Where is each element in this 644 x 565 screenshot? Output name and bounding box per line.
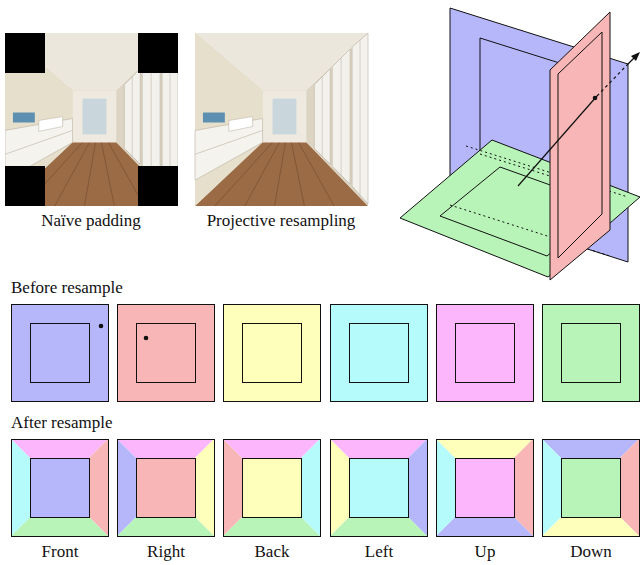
projective-resampling-photo: [195, 33, 368, 206]
before-faces: [11, 304, 640, 402]
face-label: Left: [365, 542, 393, 562]
face-label: Back: [255, 542, 290, 562]
row-heading: Before resample: [11, 278, 123, 298]
face-label: Front: [42, 542, 79, 562]
face-label: Up: [475, 542, 496, 562]
face-label: Down: [570, 542, 612, 562]
face-label: Right: [147, 542, 185, 562]
naive-padding-photo: [5, 33, 178, 206]
photo-caption: Naïve padding: [41, 211, 141, 231]
plane-figure: [400, 8, 640, 280]
after-faces: [11, 439, 640, 537]
row-heading: After resample: [11, 413, 112, 433]
photo-caption: Projective resampling: [207, 211, 356, 231]
